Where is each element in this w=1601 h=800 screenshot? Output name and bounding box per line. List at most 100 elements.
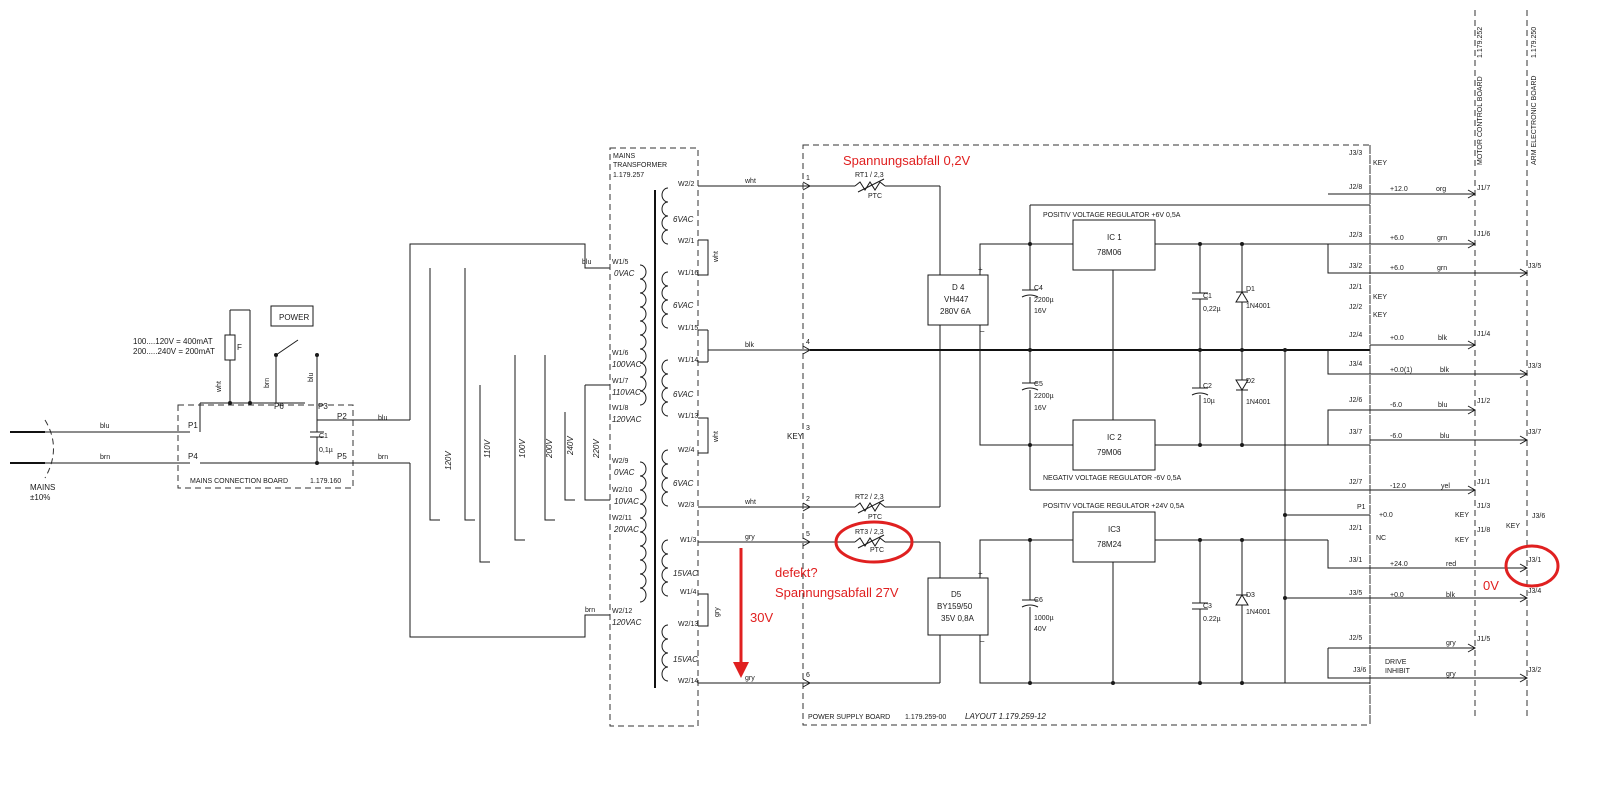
jumper-wht-2: wht (713, 431, 720, 443)
cap-c3-value: 0.22µ (1203, 616, 1221, 623)
primary-wiring: blu brn 120V 110V 100V 200V 240V 220V (409, 243, 610, 638)
cap-c1-value: 0,22µ (1203, 306, 1221, 313)
regulator-ic3 (1072, 511, 1156, 563)
out-j2-8-color: org (1436, 186, 1446, 193)
ptc-rt2-type: PTC (868, 514, 882, 521)
tap-w2-11: W2/11 (612, 515, 632, 522)
out-j3-2b: J3/2 (1528, 667, 1541, 674)
out-j2-1b: J2/1 (1349, 525, 1362, 532)
cap-c4-voltage: 16V (1034, 308, 1047, 315)
motor-board-label: MOTOR CONTROL BOARD (1477, 76, 1484, 165)
annotation-circle-j3-1 (1504, 544, 1560, 588)
out-j2-7: J2/7 (1349, 479, 1362, 486)
reg-ic2-title: NEGATIV VOLTAGE REGULATOR -6V 0,5A (1043, 475, 1182, 482)
out-j2-6-color: blu (1438, 402, 1447, 409)
out-j3-4: J3/4 (1349, 361, 1362, 368)
transformer-number: 1.179.257 (613, 172, 644, 179)
jumper-wht-1: wht (713, 251, 720, 263)
out-j2-3-volt: +6.0 (1390, 235, 1404, 242)
out-p1: P1 (1357, 504, 1366, 511)
selector-110v: 110V (483, 439, 492, 458)
out-j1-3: J1/3 (1477, 503, 1490, 510)
wire-blk: blk (745, 342, 754, 349)
selector-240v: 240V (566, 436, 575, 456)
bridge-d5-name: D5 (951, 590, 962, 599)
conn-pin-4: 4 (806, 339, 810, 346)
out-j3-6b: J3/6 (1532, 513, 1545, 520)
tap-w2-10: W2/10 (612, 487, 632, 494)
out-j3-5: J3/5 (1528, 263, 1541, 270)
tap-w1-8-volt: 120VAC (612, 415, 642, 424)
tap-w2-9: W2/9 (612, 458, 628, 465)
out-j1-5: J1/5 (1477, 636, 1490, 643)
bridge-d4-name: D 4 (952, 283, 965, 292)
bridge-d5-rating: 35V 0,8A (941, 614, 975, 623)
arm-board-number: 1.179.250 (1531, 27, 1538, 58)
annotation-0v: 0V (1483, 578, 1499, 593)
conn-pin-2: 2 (806, 496, 810, 503)
out-key-6: KEY (1506, 523, 1520, 530)
out-j2-1a: J2/1 (1349, 284, 1362, 291)
tap-w2-12: W2/12 (612, 608, 632, 615)
out-j3-1b: J3/1 (1528, 557, 1541, 564)
cap-c6-value: 1000µ (1034, 615, 1054, 622)
fuse-icon (224, 334, 236, 361)
cap-c1-name: C1 (1203, 293, 1212, 300)
out-j3-1-color: red (1446, 561, 1456, 568)
conn-pin-6: 6 (806, 672, 810, 679)
selector-200v: 200V (545, 439, 554, 459)
annotation-defect-2: Spannungsabfall 27V (775, 585, 899, 600)
out-j1-2: J1/2 (1477, 398, 1490, 405)
out-j3-1-volt: +24.0 (1390, 561, 1408, 568)
out-j2-4-color: blk (1438, 335, 1447, 342)
out-j1-6: J1/6 (1477, 231, 1490, 238)
wire-wht-top: wht (744, 178, 756, 185)
out-j3-6: J3/6 (1353, 667, 1366, 674)
power-supply-board: POWER SUPPLY BOARD 1.179.259-00 LAYOUT 1… (802, 144, 1371, 726)
tap-w2-13: W2/13 (678, 621, 698, 628)
out-j2-8: J2/8 (1349, 184, 1362, 191)
wire-wht-label: wht (216, 381, 223, 393)
wire-gry-bottom: gry (745, 675, 755, 682)
tap-w2-4: W2/4 (678, 447, 694, 454)
sec-volt-2: 6VAC (673, 301, 694, 310)
motor-board-number: 1.179.252 (1477, 27, 1484, 58)
reg-ic2-part: 79M06 (1097, 448, 1122, 457)
secondary-coil-1-icon (661, 187, 669, 245)
diode-d3-name: D3 (1246, 592, 1255, 599)
secondary-coil-2-icon (661, 271, 669, 329)
wire-gry-top: gry (745, 534, 755, 541)
svg-text:−: − (980, 637, 985, 646)
ptc-rt3-type: PTC (870, 547, 884, 554)
bridge-d4-rating: 280V 6A (940, 307, 971, 316)
tap-w1-5-volt: 0VAC (614, 269, 635, 278)
out-j2-5-color: gry (1446, 640, 1456, 647)
transformer-title-2: TRANSFORMER (613, 162, 667, 169)
annotation-30v: 30V (750, 610, 773, 625)
sec-volt-3: 6VAC (673, 390, 694, 399)
bridge-d5-part: BY159/50 (937, 602, 973, 611)
ptc-rt2-name: RT2 / 2,3 (855, 494, 884, 501)
tap-w1-15: W1/15 (678, 325, 698, 332)
sec-volt-4: 6VAC (673, 479, 694, 488)
out-j2-7-volt: -12.0 (1390, 483, 1406, 490)
secondary-coil-3-icon (661, 359, 669, 417)
annotation-circle-rt3 (834, 520, 914, 564)
diode-d1-name: D1 (1246, 286, 1255, 293)
svg-text:−: − (980, 327, 985, 336)
pin-p1: P1 (188, 421, 198, 430)
out-j2-2: J2/2 (1349, 304, 1362, 311)
tap-w1-6-volt: 100VAC (612, 360, 642, 369)
mains-connection-board: MAINS CONNECTION BOARD 1.179.160 P1 P4 P… (133, 305, 410, 489)
secondary-coil-6-icon (661, 624, 669, 682)
regulator-ic2 (1072, 419, 1156, 471)
fuse-label: F (237, 343, 242, 352)
cap-c3-name: C3 (1203, 603, 1212, 610)
primary-blu-label: blu (582, 259, 591, 266)
reg-ic1-part: 78M06 (1097, 248, 1122, 257)
diode-d2-part: 1N4001 (1246, 399, 1271, 406)
selector-220v: 220V (592, 439, 601, 459)
out-j3-2-volt: +6.0 (1390, 265, 1404, 272)
mains-plug: blu brn MAINS ±10% (10, 419, 190, 502)
